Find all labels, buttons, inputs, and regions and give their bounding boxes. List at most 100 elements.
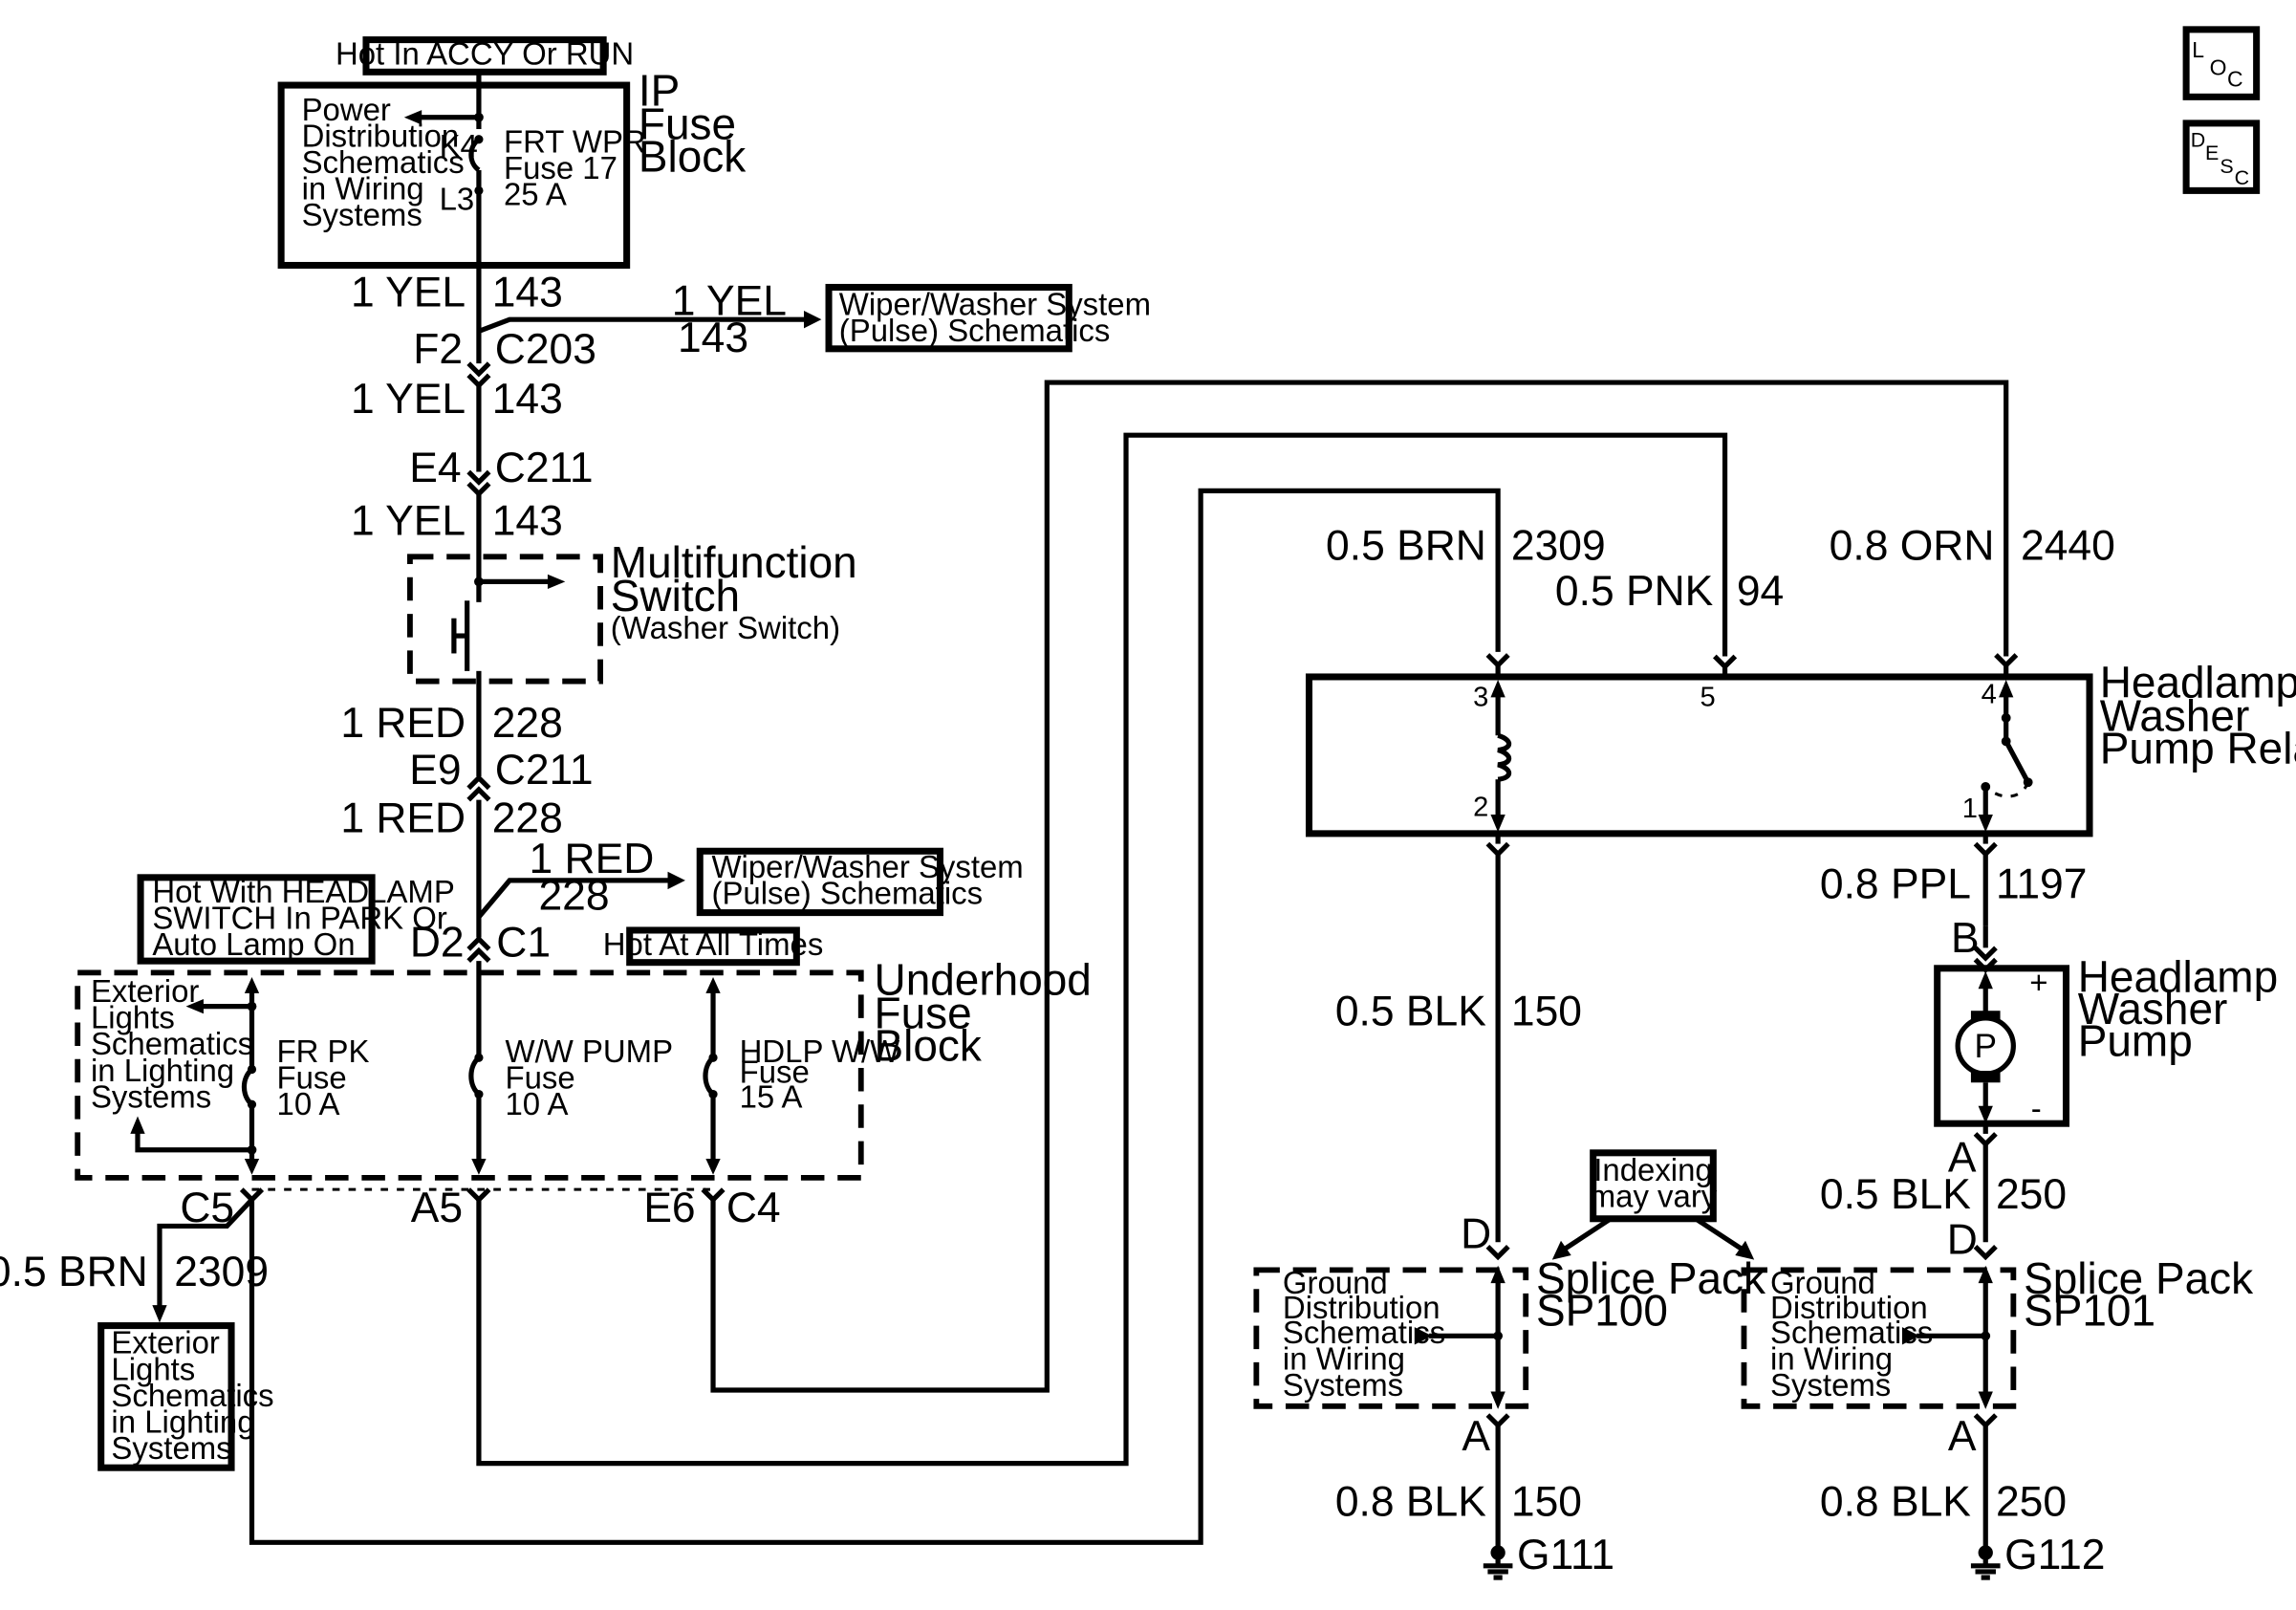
connector-pin-label: E9 [409,747,461,794]
wire-gauge-label: 0.8 PPL [1820,860,1971,907]
connector-pin-label: A5 [411,1185,463,1231]
headlamp-washer-pump-relay[interactable] [1305,673,2093,838]
wire-2309-brn[interactable] [157,1198,254,1307]
arrow-left-icon [185,998,204,1014]
fuse-17-label: FRT WPR Fuse 17 25 A [504,124,646,212]
pulse-schematics-ref-1[interactable]: Wiper/Washer System (Pulse) Schematics [825,283,1151,353]
sp100-title-line: SP100 [1536,1286,1668,1336]
arrow-up-icon [1978,970,1993,990]
power-ref-line: Schematics [302,144,465,180]
arrow-up-icon [1999,680,2014,698]
ww-pump-fuse-icon[interactable] [468,1055,481,1097]
hot-all-times-text: Hot At All Times [603,926,824,962]
connector-name-label: C211 [495,747,594,794]
ground-g111-icon[interactable] [1483,1545,1513,1580]
wire-circuit-label: 228 [538,873,609,920]
wire-2309-brn-route[interactable] [249,488,1501,1545]
wire-circuit-label: 1197 [1996,860,2088,907]
wire-circuit-label: 2309 [1511,522,1606,569]
wire-gauge-label: 0.8 ORN [1830,522,1995,569]
fuse-label-line: 10 A [277,1086,340,1121]
connector-name-label: C203 [495,326,596,373]
connector-pin-label: A [1948,1135,1977,1182]
fuse-label-line: 15 A [740,1078,803,1114]
switch-subtitle: (Washer Switch) [611,610,840,645]
switch-title-line: Multifunction [611,537,857,587]
arrow-up-icon [244,976,260,993]
connector-chevron-icon [239,1187,265,1204]
splice-pack-sp101[interactable] [1741,1267,2017,1409]
relay-title: Headlamp Washer Pump Relay [2100,657,2296,772]
splice-pack-sp100[interactable] [1253,1267,1529,1409]
junction-dot [474,112,484,122]
arrow-up-icon [1490,680,1505,698]
arrow-up-icon [705,976,721,993]
arrow-down-icon [1490,814,1505,833]
wire-circuit-label: 143 [678,315,748,361]
relay-pin-label: 1 [1962,794,1978,824]
wire-2440-orn-route[interactable] [710,380,2009,1393]
fuse-label-line: Fuse [740,1054,810,1089]
hot-accy-run-text: Hot In ACCY Or RUN [336,36,634,72]
ip-fuse-block-box[interactable] [277,81,631,270]
underhood-fuse-block-box[interactable] [75,969,864,1181]
ground-ref-line: in Wiring [1283,1341,1405,1377]
wire-gauge-label: 0.8 BLK [1335,1479,1486,1526]
wire-circuit-label: 94 [1737,568,1784,615]
ext-lights-line: Lights [111,1351,195,1386]
ext-lights-line: Exterior [91,973,199,1009]
loc-icon[interactable]: L O C [2182,26,2261,100]
underhood-title-line: Block [875,1020,983,1070]
connector-pin-label: A [1462,1413,1490,1460]
arrow-down-icon [1978,1105,1993,1124]
loc-icon-letter: L [2192,37,2204,62]
ext-lights-line: Exterior [111,1325,219,1360]
power-distribution-ref[interactable]: Power Distribution Schematics in Wiring … [302,92,465,232]
desc-icon-letter: C [2235,166,2249,189]
relay-pin-label: 4 [1982,680,1997,710]
ground-distribution-ref-1[interactable]: Ground Distribution Schematics in Wiring… [1283,1265,1445,1403]
connector-pin-label: E4 [409,445,461,491]
exterior-lights-ref-inner[interactable]: Exterior Lights Schematics in Lighting S… [91,973,253,1114]
arrow-icon [1735,1240,1755,1260]
hdlp-ww-fuse-icon[interactable] [703,1055,715,1097]
desc-icon[interactable]: D E S C [2182,120,2261,194]
wire-circuit-label: 250 [1996,1171,2067,1218]
pulse-ref-line: Wiper/Washer System [839,287,1151,322]
hot-headlamp-switch-label: Hot With HEADLAMP SWITCH In PARK Or Auto… [137,874,455,965]
wire-gauge-label: 0.8 BLK [1820,1479,1971,1526]
ground-g112-icon[interactable] [1970,1545,2001,1580]
connector-chevron-icon [701,1187,726,1204]
arrow-down-icon [705,1158,721,1175]
ext-lights-line: in Lighting [111,1403,254,1439]
connector-pin-label: B [1951,915,1980,962]
pulse-ref-line: (Pulse) Schematics [839,313,1111,348]
ground-ref-line: Ground [1770,1265,1875,1300]
connector-pin-label: D [1461,1210,1491,1257]
ip-fuse-block-title-line: Fuse [639,99,736,149]
ext-lights-line: Schematics [91,1026,253,1061]
arrow-left-icon [403,110,422,125]
pump-title-line: Washer [2078,984,2228,1033]
pulse-schematics-ref-2[interactable]: Wiper/Washer System (Pulse) Schematics [696,847,1024,917]
arrow-down-icon [244,1158,260,1175]
relay-title-line: Pump Relay [2100,723,2296,772]
exterior-lights-ref-outer[interactable]: Exterior Lights Schematics in Lighting S… [97,1322,274,1471]
arrow-down-icon [1978,1391,1993,1409]
multifunction-switch-box[interactable] [407,554,603,685]
wire-228-pulse-branch[interactable] [476,878,670,919]
indexing-arrow-line [1694,1216,1744,1252]
wire-gauge-label: 0.5 PNK [1555,568,1714,615]
wire-circuit-label: 150 [1511,989,1582,1035]
wire-143-pulse-branch[interactable] [478,316,806,334]
connector-chevron-icon [1973,1413,1998,1429]
wire-gauge-label: 1 YEL [351,376,466,423]
arrow-up-icon [1978,1265,1993,1284]
pump-title-line: Pump [2078,1016,2193,1066]
fr-pk-fuse-icon[interactable] [241,1067,254,1107]
arrow-right-icon [547,574,566,590]
wire-94-pnk-route[interactable] [476,432,1728,1467]
connector-chevron-icon [466,361,491,378]
desc-icon-letter: S [2220,155,2233,178]
headlamp-washer-pump[interactable] [1934,965,2070,1127]
